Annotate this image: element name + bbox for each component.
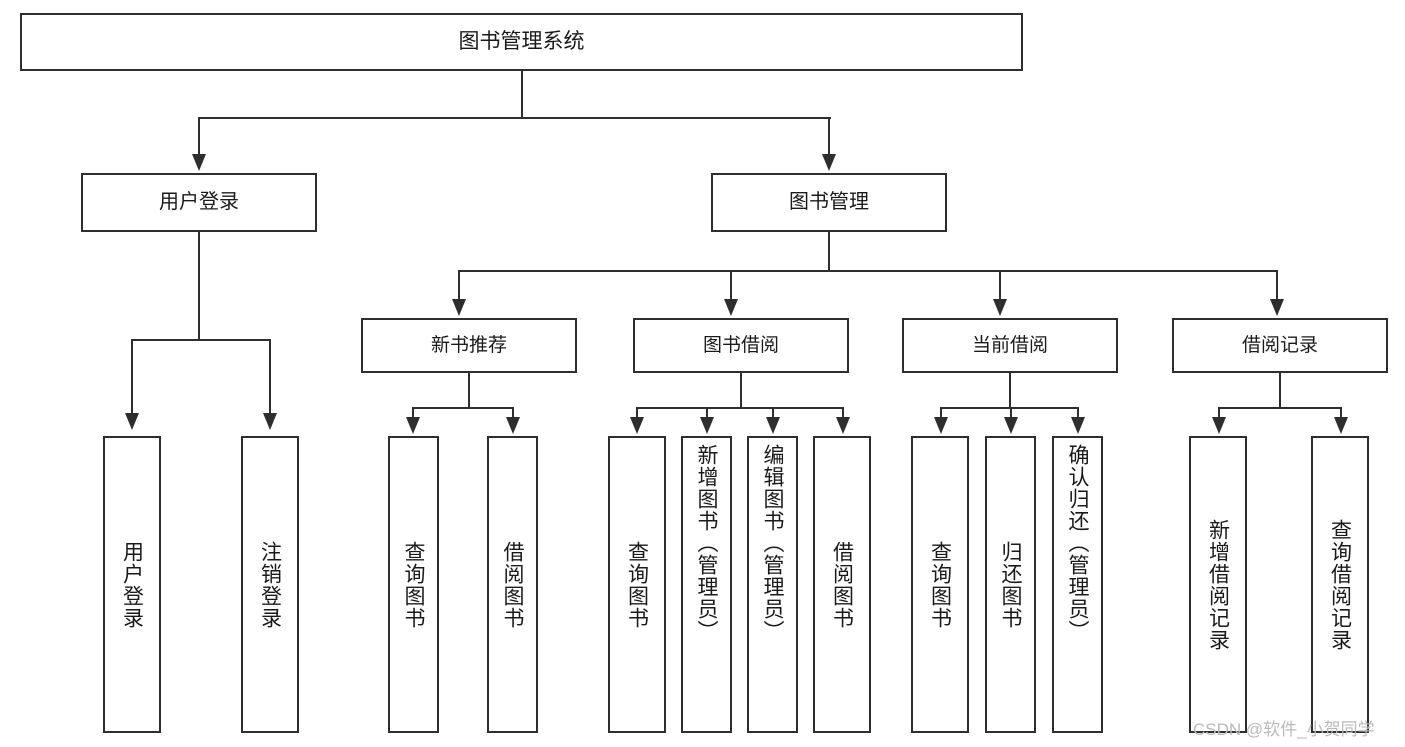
leaf-add-book-admin[interactable]: 新增图书（管理员） <box>681 436 732 733</box>
arrowhead-to-leaf-logout <box>263 413 277 430</box>
connector-root-bus <box>199 117 831 119</box>
leaf-confirm-return-admin[interactable]: 确认归还（管理员） <box>1052 436 1103 733</box>
connector-currentborrow-drop-2 <box>1010 407 1012 419</box>
node-current-borrow[interactable]: 当前借阅 <box>902 318 1118 373</box>
connector-bookmgmt-drop-4 <box>1276 270 1278 300</box>
arrowhead-newbook-leaf-1 <box>406 417 420 434</box>
connector-borrowrecord-stem <box>1279 373 1281 408</box>
arrowhead-currentborrow-leaf-3 <box>1071 417 1085 434</box>
connector-bookmgmt-bus <box>458 270 1278 272</box>
connector-bookborrow-drop-3 <box>772 407 774 419</box>
connector-borrowrecord-drop-2 <box>1340 407 1342 419</box>
connector-newbook-stem <box>468 373 470 408</box>
leaf-query-book-borrow[interactable]: 查询图书 <box>608 436 666 733</box>
leaf-return-book[interactable]: 归还图书 <box>985 436 1036 733</box>
connector-borrowrecord-drop-1 <box>1218 407 1220 419</box>
leaf-query-borrow-record[interactable]: 查询借阅记录 <box>1311 436 1369 733</box>
connector-bookmgmt-drop-1 <box>458 270 460 300</box>
arrowhead-to-current-borrow <box>993 299 1007 316</box>
connector-userlogin-stem <box>198 232 200 340</box>
node-user-login[interactable]: 用户登录 <box>81 173 317 232</box>
arrowhead-newbook-leaf-2 <box>506 417 520 434</box>
connector-bookborrow-bus <box>636 407 843 409</box>
connector-userlogin-bus <box>131 339 270 341</box>
csdn-watermark: CSDN @软件_小贺同学 <box>1193 720 1375 739</box>
connector-currentborrow-bus <box>940 407 1078 409</box>
node-book-management[interactable]: 图书管理 <box>711 173 947 232</box>
connector-currentborrow-drop-3 <box>1077 407 1079 419</box>
arrowhead-bookborrow-leaf-3 <box>766 417 780 434</box>
arrowhead-to-leaf-user-login <box>125 413 139 430</box>
leaf-edit-book-admin[interactable]: 编辑图书（管理员） <box>747 436 798 733</box>
connector-borrowrecord-bus <box>1218 407 1342 409</box>
arrowhead-currentborrow-leaf-1 <box>934 417 948 434</box>
connector-userlogin-drop-1 <box>131 339 133 415</box>
node-borrow-record[interactable]: 借阅记录 <box>1172 318 1388 373</box>
arrowhead-to-new-book-rec <box>452 299 466 316</box>
arrowhead-bookborrow-leaf-4 <box>836 417 850 434</box>
node-root-system[interactable]: 图书管理系统 <box>20 13 1023 71</box>
connector-newbook-bus <box>412 407 513 409</box>
arrowhead-to-book-mgmt <box>822 154 836 171</box>
leaf-borrow-book-newrec[interactable]: 借阅图书 <box>487 436 538 733</box>
connector-bookmgmt-drop-3 <box>999 270 1001 300</box>
connector-bookborrow-drop-4 <box>842 407 844 419</box>
leaf-query-book-current[interactable]: 查询图书 <box>911 436 969 733</box>
arrowhead-bookborrow-leaf-1 <box>630 417 644 434</box>
connector-root-stem <box>521 71 523 118</box>
leaf-user-login[interactable]: 用户登录 <box>103 436 161 733</box>
leaf-query-book-newrec[interactable]: 查询图书 <box>388 436 439 733</box>
leaf-borrow-book[interactable]: 借阅图书 <box>813 436 871 733</box>
connector-userlogin-drop-2 <box>269 339 271 415</box>
connector-newbook-drop-2 <box>512 407 514 419</box>
arrowhead-borrowrecord-leaf-1 <box>1212 417 1226 434</box>
connector-bookborrow-stem <box>740 373 742 408</box>
connector-bookborrow-drop-2 <box>706 407 708 419</box>
connector-currentborrow-stem <box>1009 373 1011 408</box>
connector-bookmgmt-stem <box>828 232 830 271</box>
arrowhead-to-book-borrow <box>724 299 738 316</box>
connector-newbook-drop-1 <box>412 407 414 419</box>
arrowhead-to-user-login <box>192 154 206 171</box>
connector-bookborrow-drop-1 <box>636 407 638 419</box>
arrowhead-to-borrow-record <box>1270 299 1284 316</box>
leaf-logout[interactable]: 注销登录 <box>241 436 299 733</box>
node-book-borrow[interactable]: 图书借阅 <box>633 318 849 373</box>
connector-currentborrow-drop-1 <box>940 407 942 419</box>
leaf-add-borrow-record[interactable]: 新增借阅记录 <box>1189 436 1247 733</box>
connector-root-drop-2 <box>828 117 830 156</box>
node-new-book-recommend[interactable]: 新书推荐 <box>361 318 577 373</box>
arrowhead-borrowrecord-leaf-2 <box>1334 417 1348 434</box>
connector-bookmgmt-drop-2 <box>730 270 732 300</box>
arrowhead-currentborrow-leaf-2 <box>1004 417 1018 434</box>
connector-root-drop-1 <box>198 117 200 156</box>
arrowhead-bookborrow-leaf-2 <box>700 417 714 434</box>
